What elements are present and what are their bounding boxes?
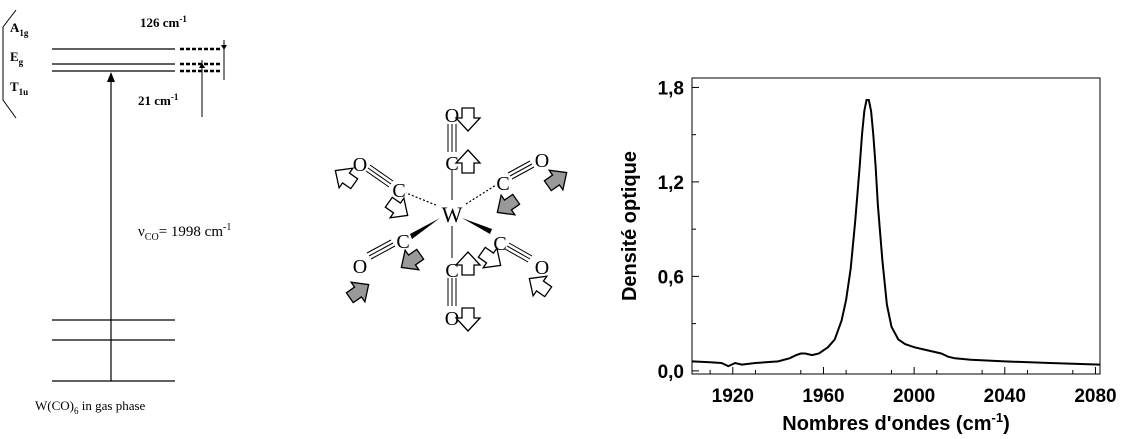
- y-axis-label: Densité optique: [619, 151, 641, 301]
- splitting-label-21: 21 cm-1: [138, 92, 179, 108]
- displacement-arrow-top-o: [455, 107, 481, 132]
- splitting-arrowhead-bottom: [199, 63, 205, 68]
- x-axis-label: Nombres d'ondes (cm-1): [782, 410, 1009, 435]
- state-label-t1u: T1u: [10, 79, 28, 97]
- atom-o-bottom: O: [445, 308, 459, 330]
- displacement-arrow-top-c: [455, 149, 481, 174]
- atom-o-upper-left: O: [353, 154, 367, 176]
- ir-spectrum-chart: 1920 1960 2000 2040 2080 0,0 0,6 1,2 1,8 Nombre…: [619, 77, 1117, 435]
- atom-c-bottom: C: [445, 260, 458, 282]
- co-bond-upper-right: [507, 160, 535, 180]
- x-tick-label: 1920: [712, 386, 754, 407]
- y-tick-label: 1,2: [658, 173, 684, 194]
- atom-o-lower-right: O: [535, 257, 549, 279]
- displacement-arrow-lower-left-o: [342, 274, 377, 309]
- atom-c-upper-right: C: [496, 173, 509, 195]
- bond-w-c-lower-left: [410, 218, 440, 239]
- co-bond-upper-left: [365, 164, 394, 188]
- displacement-arrow-bottom-c: [455, 251, 481, 276]
- atom-c-lower-left: C: [396, 231, 409, 253]
- w-co6-molecule: W C C C C C C O O O O O O: [327, 105, 575, 332]
- atom-c-upper-left: C: [392, 180, 405, 202]
- co-bond-lower-right: [504, 242, 533, 263]
- co-bond-bottom: [447, 278, 457, 306]
- y-tick-label: 1,8: [658, 78, 684, 99]
- state-label-a1g: A1g: [10, 20, 29, 38]
- atom-o-top: O: [445, 105, 459, 127]
- energy-level-diagram: A1g Eg T1u 126 cm-1 21 cm-1 νCO= 1998 cm…: [2, 9, 231, 416]
- bond-w-c-upper-right: [465, 184, 497, 205]
- displacement-arrow-bottom-o: [455, 307, 481, 332]
- atom-o-upper-right: O: [535, 150, 549, 172]
- x-tick-label: 2000: [893, 386, 935, 407]
- transition-arrowhead: [107, 72, 115, 82]
- x-tick-label: 2040: [984, 386, 1026, 407]
- state-label-eg: Eg: [10, 49, 24, 67]
- plot-frame: [691, 77, 1101, 375]
- co-bond-lower-left: [366, 239, 396, 260]
- bond-w-c-upper-left: [405, 192, 437, 206]
- x-tick-label: 1960: [802, 386, 844, 407]
- atom-c-top: C: [445, 153, 458, 175]
- transition-label: νCO= 1998 cm-1: [138, 222, 231, 243]
- y-axis-ticks: 0,0 0,6 1,2 1,8: [658, 78, 699, 383]
- bond-w-c-lower-right: [462, 218, 492, 234]
- x-tick-label: 2080: [1074, 386, 1116, 407]
- y-tick-label: 0,6: [658, 267, 684, 288]
- x-axis-ticks: 1920 1960 2000 2040 2080: [709, 367, 1117, 407]
- splitting-label-126: 126 cm-1: [140, 14, 187, 30]
- atom-w: W: [442, 202, 463, 227]
- splitting-arrowhead-top: [221, 45, 227, 50]
- co-bond-top: [447, 124, 457, 152]
- diagram-caption: W(CO)6 in gas phase: [35, 398, 146, 416]
- state-bracket: [2, 9, 17, 119]
- absorbance-line: [691, 99, 1101, 368]
- atom-o-lower-left: O: [353, 256, 367, 278]
- y-tick-label: 0,0: [658, 362, 684, 383]
